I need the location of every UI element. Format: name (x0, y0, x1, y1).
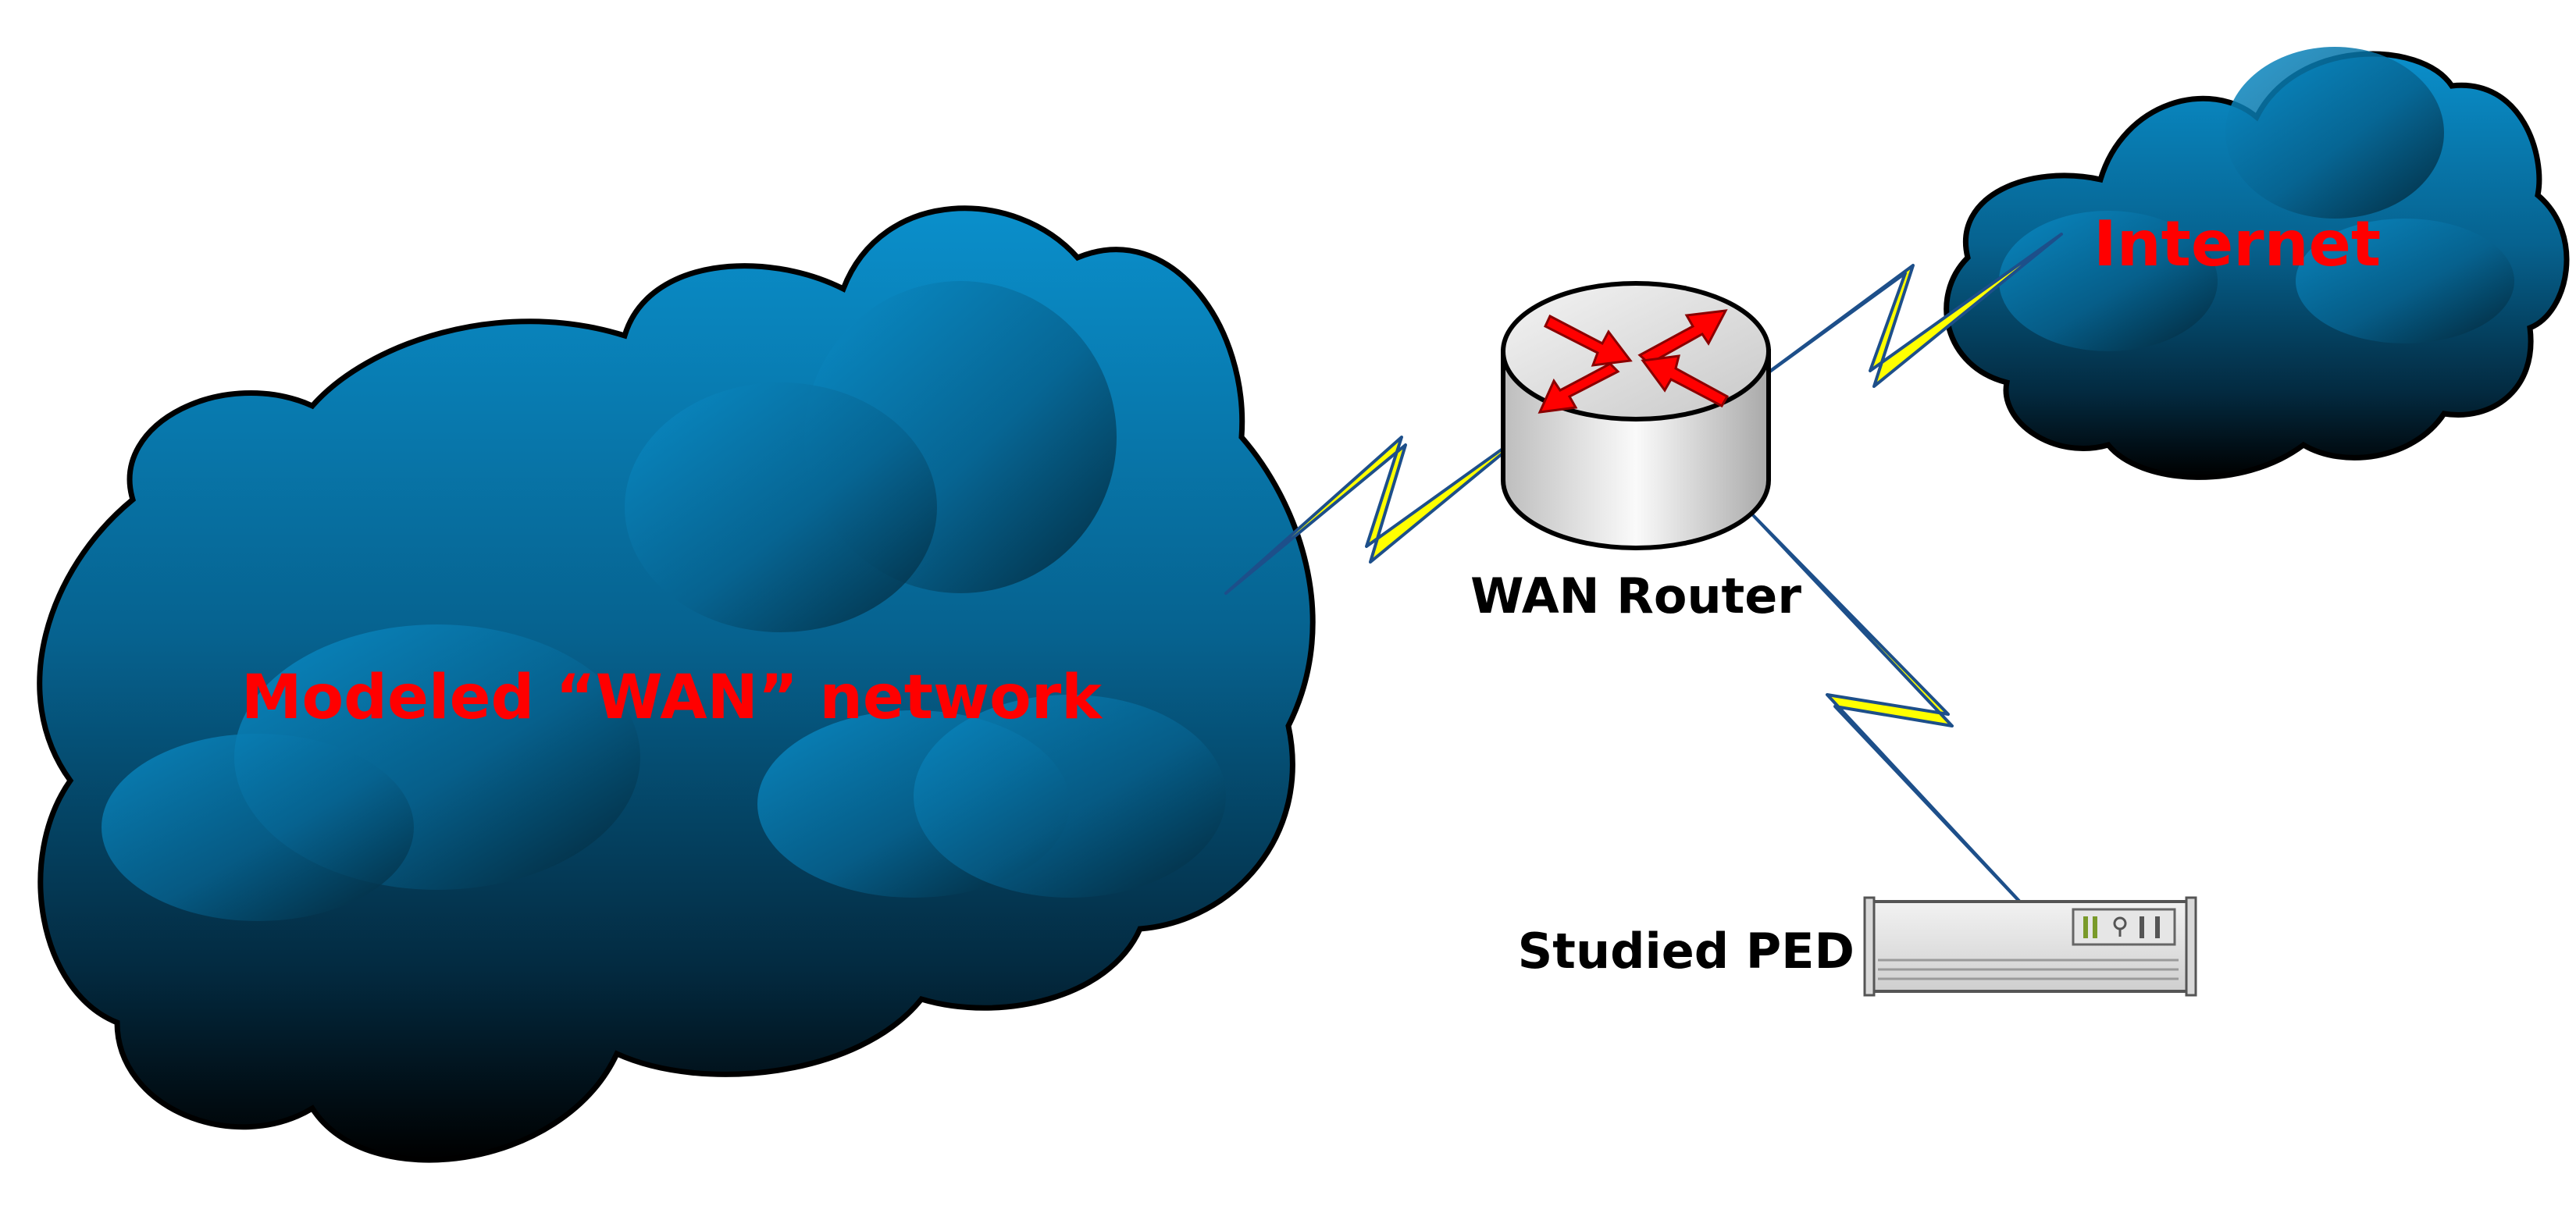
rack-server-icon (1863, 896, 2197, 997)
ped-label: Studied PED (1518, 923, 1855, 980)
wan-cloud-label: Modeled “WAN” network (241, 663, 1103, 733)
internet-cloud: Internet (1944, 47, 2570, 480)
internet-cloud-label: Internet (2093, 208, 2381, 280)
wan-cloud: Modeled “WAN” network (37, 205, 1316, 1163)
link-router-to-internet (1732, 233, 2063, 400)
ped: Studied PED (1518, 896, 2197, 997)
router-icon: WAN Router (1470, 281, 1801, 624)
router-label: WAN Router (1470, 567, 1801, 624)
router-arrows-icon (1537, 309, 1730, 414)
